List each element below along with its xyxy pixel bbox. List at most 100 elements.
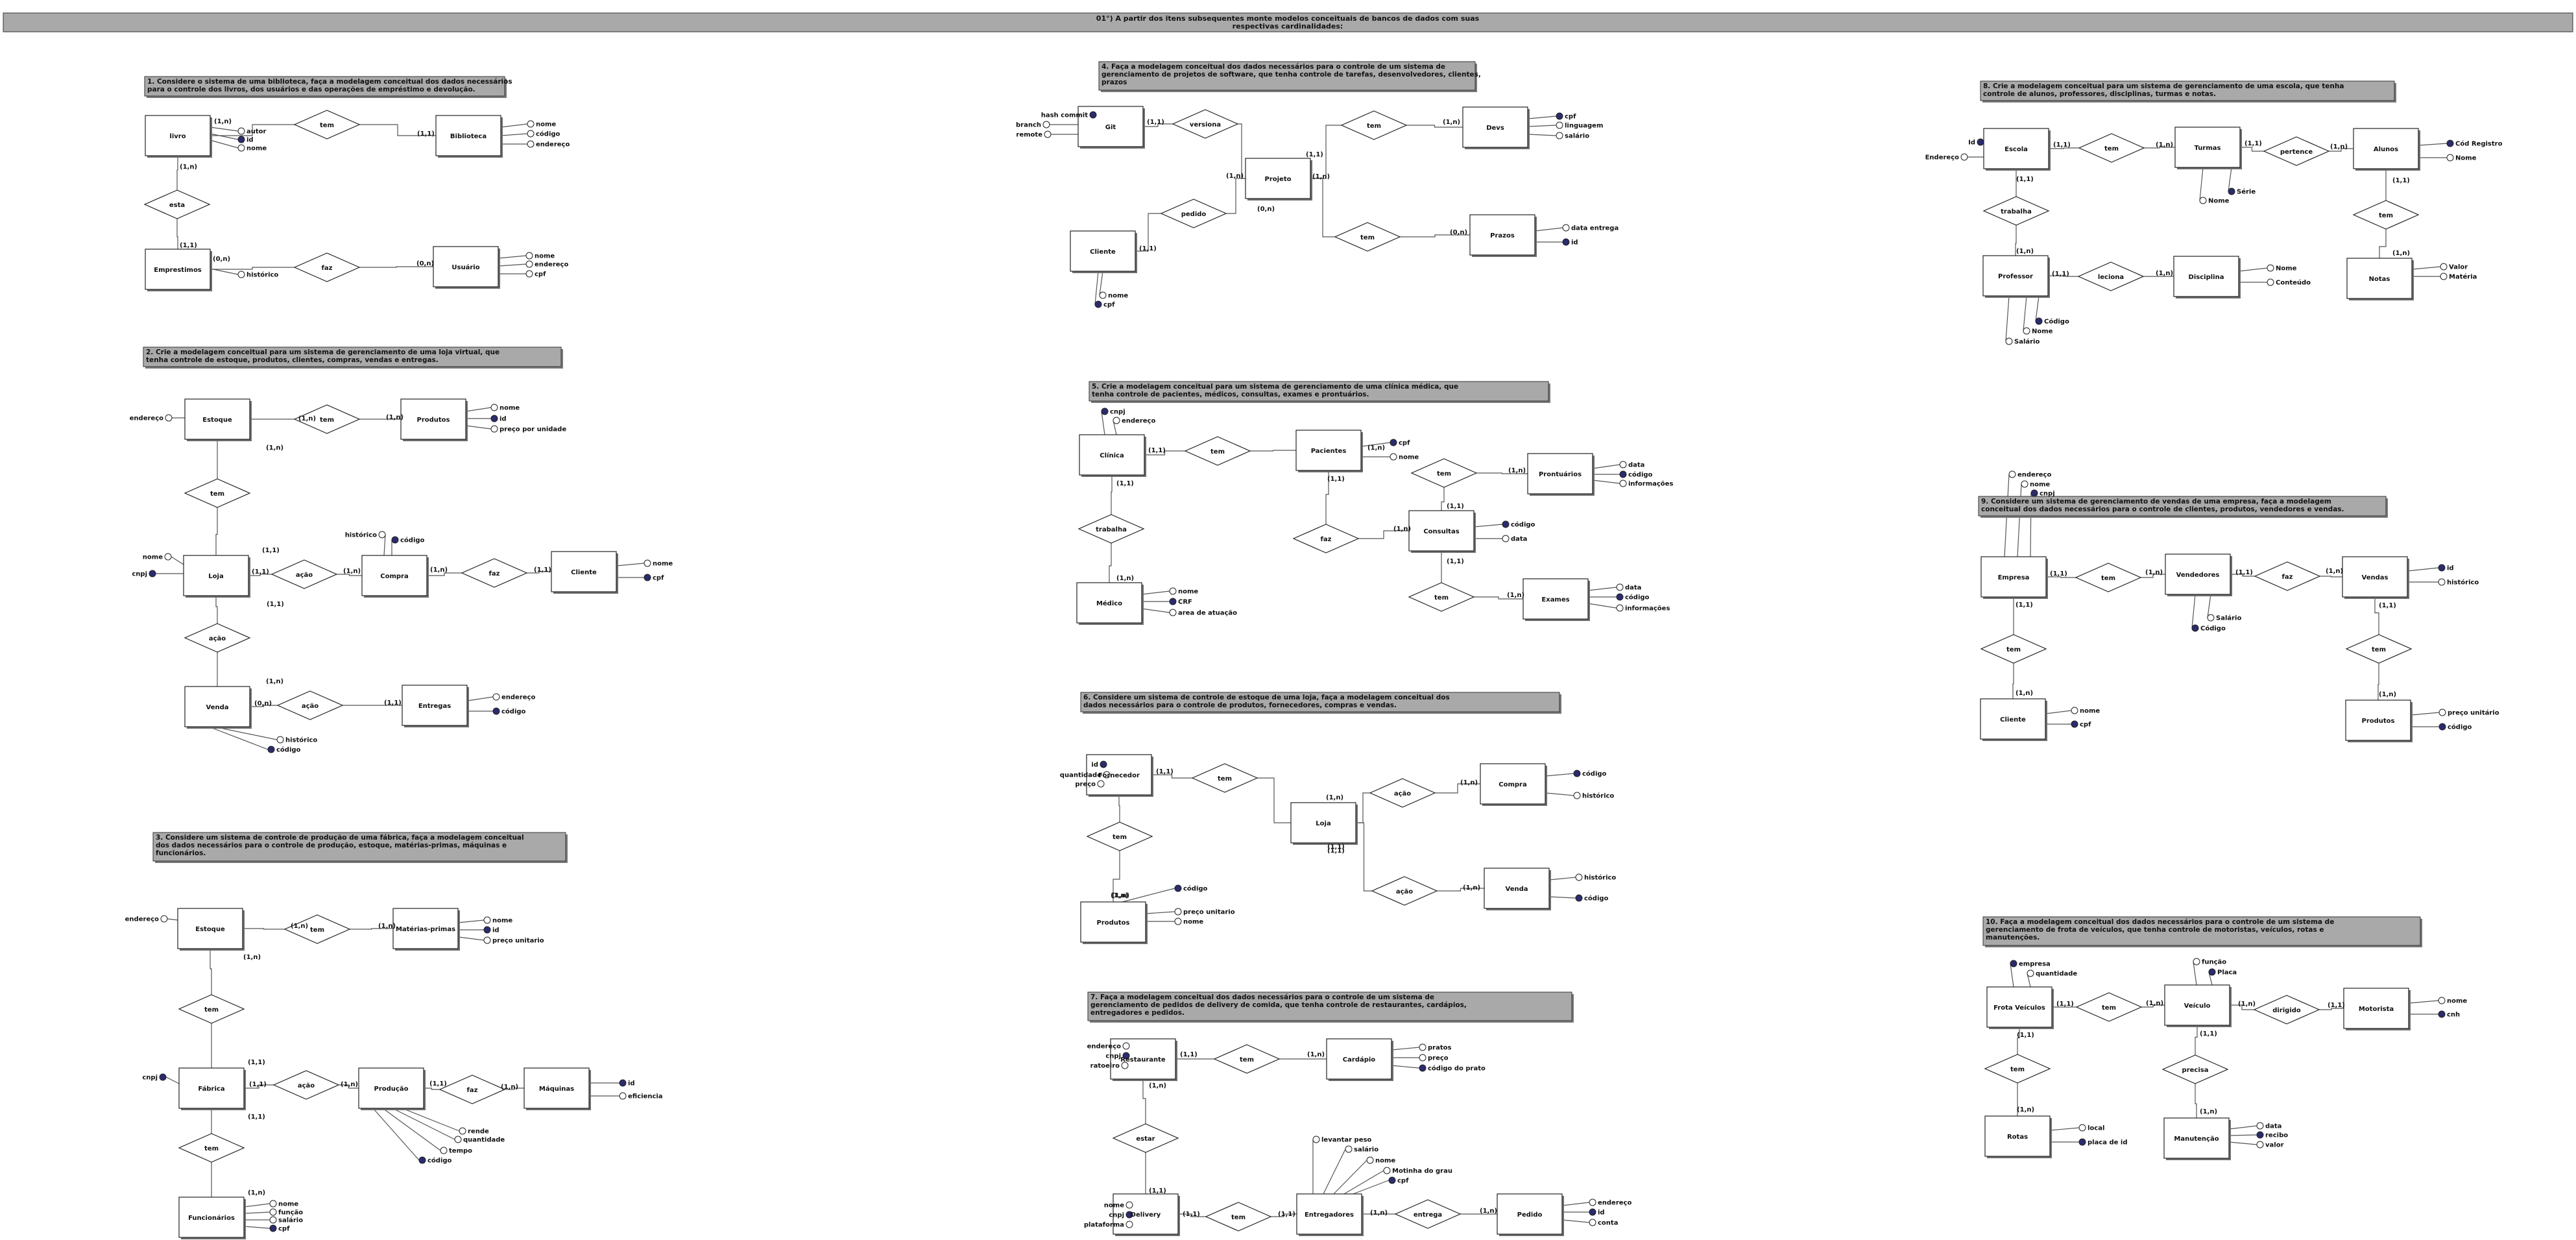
entity-box[interactable] — [1497, 1193, 1563, 1235]
entity-box[interactable] — [435, 115, 501, 156]
entity-box[interactable] — [2164, 984, 2230, 1026]
relationship-diamond[interactable] — [1334, 222, 1401, 252]
entity-box[interactable] — [1484, 868, 1550, 909]
entity-box[interactable] — [1110, 1038, 1176, 1080]
entity-box[interactable] — [1480, 763, 1546, 805]
relationship-diamond[interactable] — [1394, 1199, 1462, 1229]
entity-box[interactable] — [1982, 255, 2049, 297]
entity-box[interactable] — [145, 115, 211, 156]
entity-box[interactable] — [2345, 699, 2411, 741]
relationship-diamond[interactable] — [184, 478, 251, 508]
relationship-diamond[interactable] — [2254, 561, 2321, 591]
relationship-diamond[interactable] — [2075, 563, 2142, 592]
relationship-diamond[interactable] — [283, 914, 351, 944]
entity-box[interactable] — [2163, 1117, 2230, 1159]
relationship-diamond[interactable] — [1077, 514, 1145, 544]
entity-box[interactable] — [1983, 128, 2049, 169]
entity-box[interactable] — [1086, 754, 1152, 796]
relationship-diamond[interactable] — [1371, 876, 1438, 906]
relationship-diamond[interactable] — [1369, 778, 1436, 808]
relationship-diamond[interactable] — [178, 994, 245, 1024]
entity-box[interactable] — [177, 908, 243, 949]
entity-box[interactable] — [1113, 1193, 1179, 1235]
entity-box[interactable] — [392, 908, 459, 949]
relationship-diamond[interactable] — [293, 404, 361, 434]
entity-box[interactable] — [145, 249, 211, 290]
entity-box[interactable] — [2342, 556, 2408, 598]
entity-box[interactable] — [178, 1067, 245, 1109]
relationship-diamond[interactable] — [2352, 200, 2420, 230]
entity-box[interactable] — [1980, 556, 2047, 598]
relationship-diamond[interactable] — [1213, 1044, 1281, 1074]
relationship-diamond[interactable] — [272, 1070, 340, 1100]
relationship-diamond[interactable] — [1191, 763, 1258, 793]
entity-box[interactable] — [1986, 986, 2052, 1028]
relationship-diamond[interactable] — [2345, 634, 2413, 664]
entity-box[interactable] — [1080, 901, 1146, 943]
entity-box[interactable] — [400, 398, 466, 440]
entity-box[interactable] — [551, 551, 617, 592]
entity-box[interactable] — [2165, 553, 2231, 595]
relationship-diamond[interactable] — [271, 559, 338, 589]
entity-box[interactable] — [361, 555, 427, 596]
entity-box[interactable] — [2346, 258, 2413, 299]
entity-box[interactable] — [1326, 1038, 1392, 1080]
entity-box[interactable] — [358, 1067, 424, 1109]
relationship-diamond[interactable] — [1184, 436, 1251, 466]
entity-box[interactable] — [1070, 230, 1136, 272]
relationship-diamond[interactable] — [2253, 995, 2320, 1025]
entity-box[interactable] — [183, 555, 249, 596]
relationship-diamond[interactable] — [1410, 458, 1478, 488]
relationship-diamond[interactable] — [178, 1133, 245, 1163]
relationship-diamond[interactable] — [1172, 109, 1239, 139]
relationship-diamond[interactable] — [276, 690, 344, 720]
relationship-diamond[interactable] — [461, 558, 528, 588]
relationship-diamond[interactable] — [1980, 634, 2047, 664]
entity-box[interactable] — [2173, 256, 2239, 297]
entity-box[interactable] — [1077, 106, 1144, 147]
relationship-diamond[interactable] — [184, 623, 251, 653]
relationship-diamond[interactable] — [1984, 1054, 2051, 1084]
entity-box[interactable] — [1290, 802, 1356, 844]
attribute-label: código — [501, 708, 526, 716]
entity-box[interactable] — [1295, 430, 1362, 471]
relationship-diamond[interactable] — [1340, 110, 1408, 140]
relationship-diamond[interactable] — [2077, 261, 2145, 291]
entity-box[interactable] — [1296, 1193, 1362, 1235]
connector-line — [359, 124, 436, 136]
entity-box[interactable] — [1408, 510, 1475, 552]
entity-box[interactable] — [2174, 127, 2241, 168]
relationship-diamond[interactable] — [293, 252, 361, 282]
relationship-diamond[interactable] — [2161, 1054, 2229, 1084]
relationship-diamond[interactable] — [2075, 992, 2143, 1022]
relationship-diamond[interactable] — [1160, 199, 1227, 228]
entity-box[interactable] — [433, 246, 499, 287]
relationship-diamond[interactable] — [293, 110, 361, 140]
entity-box[interactable] — [1079, 434, 1145, 476]
entity-box[interactable] — [1245, 158, 1311, 199]
relationship-diamond[interactable] — [2078, 133, 2145, 163]
entity-box[interactable] — [1469, 214, 1535, 256]
relationship-diamond[interactable] — [1292, 524, 1360, 553]
relationship-diamond[interactable] — [1982, 196, 2050, 226]
entity-box[interactable] — [2343, 988, 2409, 1029]
entity-box[interactable] — [524, 1067, 590, 1109]
entity-box[interactable] — [184, 398, 250, 440]
relationship-diamond[interactable] — [2263, 136, 2330, 166]
relationship-diamond[interactable] — [1112, 1123, 1179, 1153]
entity-box[interactable] — [1076, 582, 1142, 624]
entity-box[interactable] — [1523, 578, 1589, 620]
relationship-diamond[interactable] — [1086, 821, 1153, 851]
relationship-diamond[interactable] — [439, 1075, 506, 1104]
entity-box[interactable] — [178, 1197, 245, 1238]
relationship-diamond[interactable] — [143, 189, 211, 219]
relationship-diamond[interactable] — [1205, 1202, 1272, 1232]
entity-box[interactable] — [1462, 106, 1528, 148]
entity-box[interactable] — [2353, 128, 2419, 169]
entity-box[interactable] — [1527, 453, 1593, 494]
entity-box[interactable] — [184, 686, 250, 727]
entity-box[interactable] — [402, 685, 468, 726]
entity-box[interactable] — [1984, 1115, 2051, 1157]
relationship-diamond[interactable] — [1408, 582, 1475, 612]
entity-box[interactable] — [1980, 698, 2046, 740]
